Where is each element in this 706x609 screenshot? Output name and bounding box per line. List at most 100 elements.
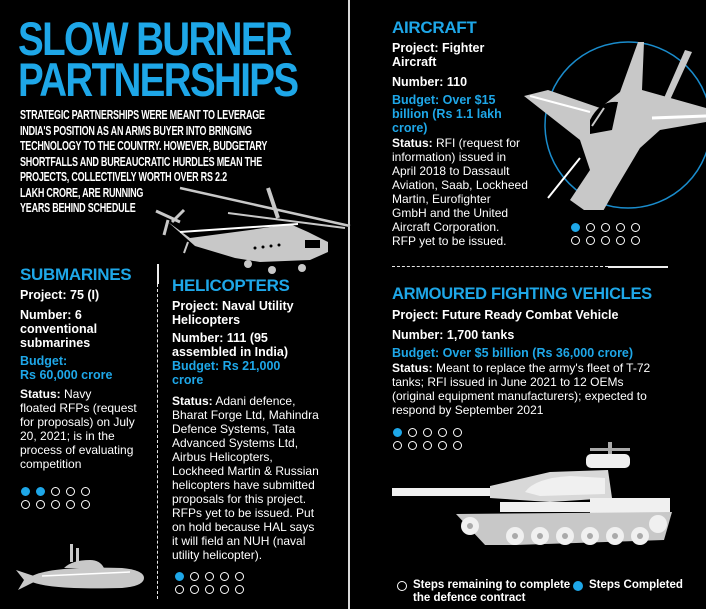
step-remaining-dot bbox=[36, 500, 45, 509]
step-remaining-dot bbox=[235, 585, 244, 594]
status-text: Status: Navy floated RFPs (request for p… bbox=[20, 387, 155, 471]
status-line: for proposals) on July bbox=[20, 415, 135, 429]
status-line: proposals for this project. bbox=[172, 492, 307, 506]
number-line: Number: 6 bbox=[20, 308, 82, 322]
status-line: Bharat Forge Ltd, Mahindra bbox=[172, 408, 319, 422]
step-remaining-dot bbox=[423, 441, 432, 450]
intro-line: SHORTFALLS AND BUREAUCRATIC HURDLES MEAN… bbox=[20, 154, 262, 169]
legend-label: Steps remaining to complete bbox=[413, 579, 571, 591]
page-title: SLOW BURNER PARTNERSHIPS bbox=[18, 12, 299, 106]
status-line: utility helicopter). bbox=[172, 548, 263, 562]
step-remaining-dot bbox=[21, 500, 30, 509]
legend-label: Steps Completed bbox=[589, 579, 683, 591]
progress-dots-submarines bbox=[21, 487, 92, 509]
progress-dots-helicopters bbox=[175, 572, 246, 594]
status-line: RFP yet to be issued. bbox=[392, 234, 507, 248]
status-line: respond by September 2021 bbox=[392, 403, 544, 417]
budget-line: Budget: Over $15 bbox=[392, 93, 496, 107]
step-remaining-dot bbox=[81, 487, 90, 496]
number-line: conventional bbox=[20, 322, 98, 336]
remaining-dot-icon bbox=[397, 581, 407, 591]
status-line: Aircraft Corporation. bbox=[392, 220, 500, 234]
step-remaining-dot bbox=[616, 223, 625, 232]
project-line: Helicopters bbox=[172, 313, 241, 327]
step-completed-dot bbox=[21, 487, 30, 496]
project-label: Project: Naval Utility Helicopters bbox=[172, 299, 347, 327]
step-remaining-dot bbox=[190, 572, 199, 581]
step-remaining-dot bbox=[423, 428, 432, 437]
intro-text: STRATEGIC PARTNERSHIPS WERE MEANT TO LEV… bbox=[20, 108, 268, 217]
status-line: RFPs yet to be issued. Put bbox=[172, 506, 315, 520]
status-line: tanks; RFI issued in June 2021 to 12 OEM… bbox=[392, 375, 624, 389]
step-remaining-dot bbox=[393, 441, 402, 450]
title-line-2: PARTNERSHIPS bbox=[18, 53, 299, 106]
number-label: Number: 110 bbox=[392, 75, 468, 89]
progress-dots-afv bbox=[393, 428, 464, 450]
step-remaining-dot bbox=[51, 500, 60, 509]
step-completed-dot bbox=[393, 428, 402, 437]
status-label: Status: bbox=[172, 394, 213, 408]
status-line: 20, 2021; is in the bbox=[20, 429, 115, 443]
tank-illustration bbox=[392, 442, 672, 545]
status-line: GmbH and the United bbox=[392, 206, 509, 220]
intro-line: YEARS BEHIND SCHEDULE bbox=[20, 201, 136, 215]
project-label: Project: Fighter Aircraft bbox=[392, 41, 562, 69]
title-line-1: SLOW BURNER bbox=[18, 12, 293, 65]
intro-line: INDIA'S POSITION AS AN ARMS BUYER INTO B… bbox=[20, 123, 252, 138]
completed-dot-icon bbox=[573, 581, 583, 591]
submarine-illustration bbox=[16, 544, 144, 590]
step-remaining-dot bbox=[453, 441, 462, 450]
intro-line: TECHNOLOGY TO THE COUNTRY. HOWEVER, BUDG… bbox=[20, 139, 268, 153]
status-label: Status: bbox=[20, 387, 61, 401]
status-line: Defence Systems, Tata bbox=[172, 422, 296, 436]
project-label: Project: 75 (I) bbox=[20, 288, 100, 302]
step-remaining-dot bbox=[190, 585, 199, 594]
status-line: April 2018 to Dassault bbox=[392, 164, 510, 178]
budget-label: Budget: Rs 60,000 crore bbox=[20, 354, 155, 382]
section-heading: HELICOPTERS bbox=[172, 276, 290, 295]
step-remaining-dot bbox=[220, 572, 229, 581]
status-line: Meant to replace the army's fleet of T-7… bbox=[432, 361, 651, 375]
budget-line: Rs 60,000 crore bbox=[20, 368, 113, 382]
status-line: Airbus Helicopters, bbox=[172, 450, 273, 464]
budget-line: Budget: bbox=[20, 354, 68, 368]
step-remaining-dot bbox=[601, 223, 610, 232]
project-line: Project: Naval Utility bbox=[172, 299, 294, 313]
intro-line: STRATEGIC PARTNERSHIPS WERE MEANT TO LEV… bbox=[20, 108, 265, 122]
section-armoured-fighting-vehicles: ARMOURED FIGHTING VEHICLES Project: Futu… bbox=[392, 285, 702, 417]
status-line: Navy bbox=[60, 387, 92, 401]
number-line: Number: 111 (95 bbox=[172, 331, 268, 345]
step-remaining-dot bbox=[66, 487, 75, 496]
project-label: Project: Future Ready Combat Vehicle bbox=[392, 308, 619, 322]
step-remaining-dot bbox=[586, 236, 595, 245]
status-text: Status: Adani defence, Bharat Forge Ltd,… bbox=[172, 394, 347, 562]
step-remaining-dot bbox=[586, 223, 595, 232]
step-remaining-dot bbox=[235, 572, 244, 581]
budget-line: crore bbox=[172, 373, 204, 387]
step-remaining-dot bbox=[408, 441, 417, 450]
step-remaining-dot bbox=[631, 223, 640, 232]
status-label: Status: bbox=[392, 361, 433, 375]
budget-label: Budget: Rs 21,000 crore bbox=[172, 359, 347, 387]
status-line: Adani defence, bbox=[212, 394, 296, 408]
budget-line: Budget: Rs 21,000 bbox=[172, 359, 281, 373]
progress-dots-aircraft bbox=[571, 223, 642, 245]
step-remaining-dot bbox=[616, 236, 625, 245]
step-remaining-dot bbox=[81, 500, 90, 509]
number-label: Number: 1,700 tanks bbox=[392, 328, 515, 342]
project-line: Aircraft bbox=[392, 55, 437, 69]
legend-label: the defence contract bbox=[413, 592, 526, 604]
status-line: information) issued in bbox=[392, 150, 507, 164]
section-divider bbox=[392, 266, 608, 267]
step-remaining-dot bbox=[438, 441, 447, 450]
intro-line: LAKH CRORE, ARE RUNNING bbox=[20, 185, 144, 200]
status-line: Martin, Eurofighter bbox=[392, 192, 491, 206]
step-remaining-dot bbox=[175, 585, 184, 594]
project-line: Project: Fighter bbox=[392, 41, 485, 55]
center-divider bbox=[348, 0, 350, 609]
section-divider-solid bbox=[608, 266, 668, 268]
left-column-divider bbox=[157, 284, 158, 599]
step-completed-dot bbox=[571, 223, 580, 232]
intro-line: PROJECTS, COLLECTIVELY WORTH OVER RS 2.2 bbox=[20, 170, 227, 184]
section-heading: ARMOURED FIGHTING VEHICLES bbox=[392, 285, 652, 303]
